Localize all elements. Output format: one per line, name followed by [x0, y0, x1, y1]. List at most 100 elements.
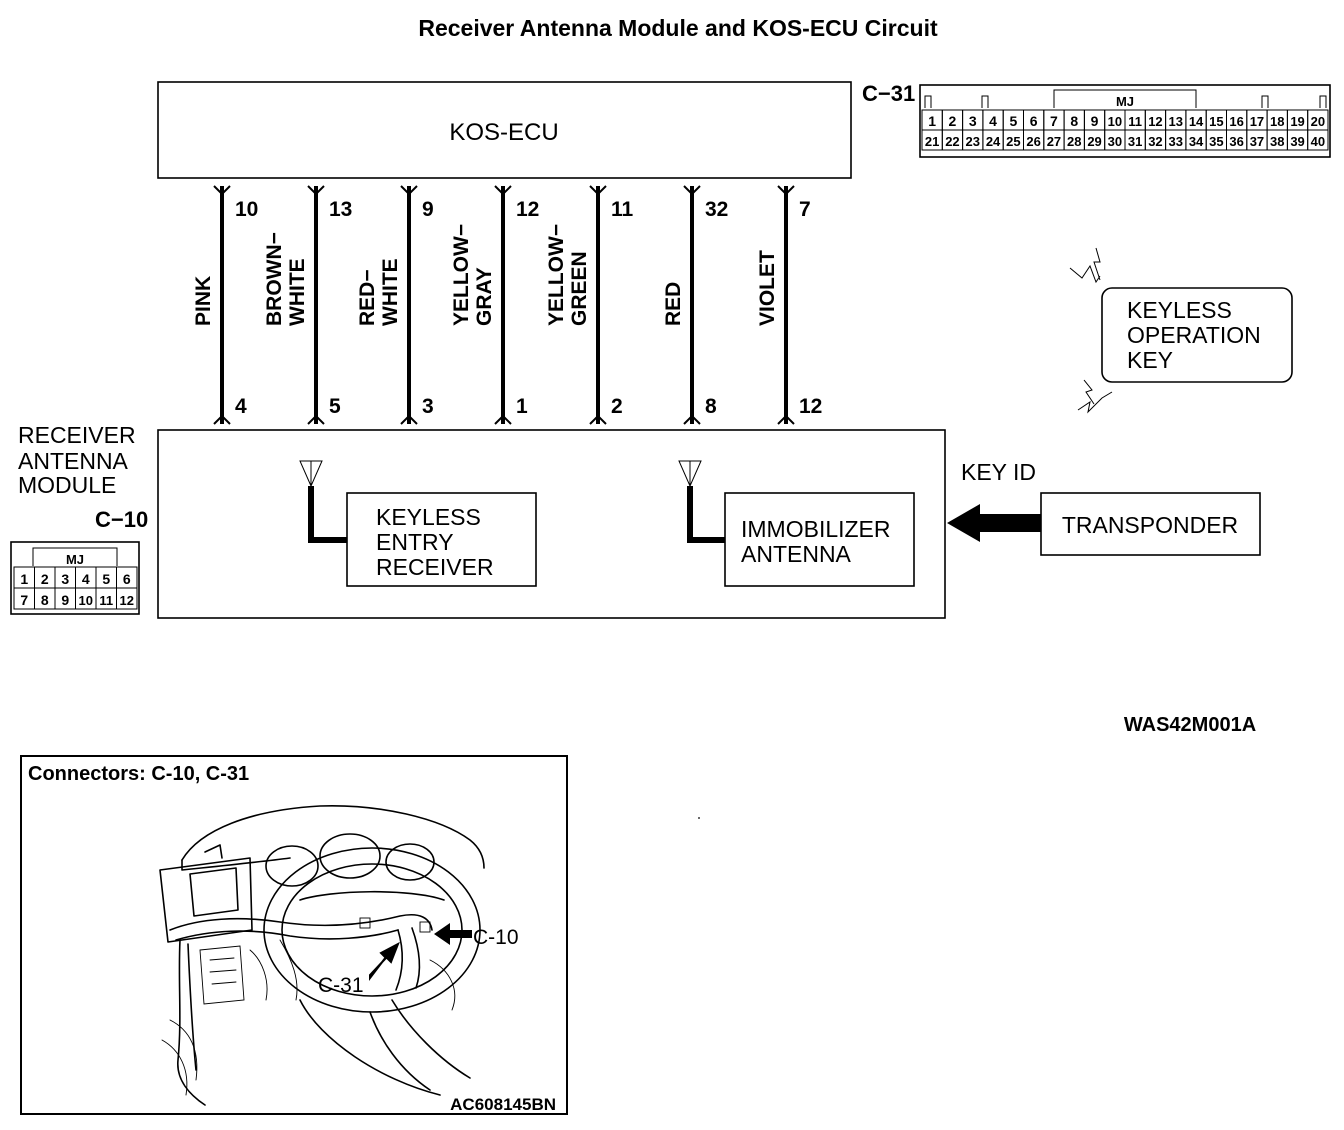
wire-end-fork: [777, 414, 795, 425]
connector-c10-pin-label: 10: [79, 593, 93, 608]
connector-c10-pin-label: 2: [41, 571, 49, 587]
connector-c31-pin-label: 29: [1087, 134, 1101, 149]
connector-c10-pin-label: 7: [20, 592, 28, 608]
wire-ecu-pin: 10: [235, 198, 258, 221]
wire-color-label: GREEN: [568, 251, 591, 326]
connector-c31-pin-label: 10: [1108, 114, 1122, 129]
connector-c10-tag: MJ: [66, 552, 84, 567]
antenna-icon: [299, 460, 323, 488]
wire-color-label: VIOLET: [756, 250, 779, 326]
connector-c31-pin-label: 4: [989, 113, 997, 129]
transponder: KEY ID TRANSPONDER: [947, 459, 1261, 556]
connector-c10-pin-label: 12: [120, 593, 134, 608]
connector-c10-pin-label: 6: [123, 571, 131, 587]
wire-end-fork: [494, 414, 512, 425]
signal-arrow-icon: [947, 504, 1041, 542]
immobilizer-antenna-box: [724, 492, 915, 587]
harness-detail: [161, 1019, 198, 1096]
module-label-line-2: ANTENNA: [18, 448, 129, 474]
wire-module-pin: 8: [705, 395, 717, 418]
center-display: [189, 867, 239, 917]
wire-end-fork: [589, 185, 607, 196]
steering-spoke: [299, 890, 445, 901]
connector-c31-pin-label: 12: [1148, 114, 1162, 129]
harness-drop: [187, 943, 197, 1071]
wire-module-pin: 2: [611, 395, 623, 418]
wire-module-pin: 4: [235, 395, 247, 418]
wire-color-label: GRAY: [473, 267, 496, 326]
radio-signal-icon: [1083, 379, 1095, 405]
connector-c31-pin-label: 11: [1128, 114, 1142, 129]
antenna-icon: [678, 460, 702, 488]
wire-module-pin: 5: [329, 395, 341, 418]
gauge-center: [319, 833, 381, 879]
radio-signal-icon: [1093, 247, 1101, 281]
connector-c31-pin-label: 24: [986, 134, 1001, 149]
wire-color-label: YELLOW−: [545, 224, 568, 326]
connector-c31-pin-label: 26: [1026, 134, 1040, 149]
wire-end-fork: [683, 414, 701, 425]
connector-c31-pin-label: 13: [1169, 114, 1183, 129]
connector-c31-pin-label: 21: [925, 134, 939, 149]
connector-c10-lock-tab: [32, 547, 118, 566]
connector-c31-pin-label: 37: [1250, 134, 1264, 149]
connector-c31-pin-label: 23: [966, 134, 980, 149]
keyless-receiver-antenna-lead: [308, 486, 347, 543]
connector-c31-pin-label: 1: [928, 113, 936, 129]
dash-lip: [181, 857, 291, 871]
callout-c10: C-10: [473, 926, 519, 949]
connector-c31-pin-label: 17: [1250, 114, 1264, 129]
keyless-receiver-line-2: ENTRY: [376, 529, 454, 555]
connector-c31-pin-label: 8: [1070, 113, 1078, 129]
connector-c31-pin-label: 6: [1030, 113, 1038, 129]
bracket: [199, 945, 245, 1005]
connector-c31-pin-label: 30: [1108, 134, 1122, 149]
wire-ecu-pin: 9: [422, 198, 434, 221]
wire-end-fork: [307, 414, 325, 425]
connector-c31-pin-label: 16: [1229, 114, 1243, 129]
inset-title: Connectors: C-10, C-31: [28, 763, 249, 785]
keyless-key-line-1: KEYLESS: [1127, 297, 1232, 323]
connector-c31-pin-label: 33: [1169, 134, 1183, 149]
wiring-branch: [395, 927, 421, 991]
wire-color-label: RED: [662, 282, 685, 326]
dashboard-illustration: [159, 805, 485, 1106]
connector-c31-pin-label: 14: [1189, 114, 1204, 129]
wire-color-label: YELLOW−: [450, 224, 473, 326]
connector-c31-pin-label: 25: [1006, 134, 1020, 149]
connector-c10-pin-cell: [116, 587, 138, 610]
connector-c10-marker: [419, 921, 431, 933]
connector-c10-pin-label: 3: [61, 571, 69, 587]
connector-c31-latch-right: [1319, 95, 1327, 108]
connector-c31-pin-cell: [1307, 129, 1329, 151]
kos-ecu-label: KOS-ECU: [449, 119, 558, 146]
wire-end-fork: [400, 185, 418, 196]
wire-end-fork: [494, 185, 512, 196]
bracket-detail: [209, 957, 237, 985]
connector-c31-pin-label: 9: [1091, 113, 1099, 129]
wire-ecu-pin: 12: [516, 198, 539, 221]
wire-end-fork: [213, 185, 231, 196]
receiver-antenna-module: RECEIVER ANTENNA MODULE C−10 KEYLESS ENT…: [18, 422, 946, 619]
connector-c31-pin-label: 28: [1067, 134, 1081, 149]
connector-c31-id: C−31: [862, 81, 915, 106]
connector-c10-pin-label: 4: [82, 571, 90, 587]
connector-c31-pin-label: 35: [1209, 134, 1223, 149]
diagram-code: WAS42M001A: [1124, 714, 1256, 736]
wire-harness: 104PINK135BROWN−WHITE93RED−WHITE121YELLO…: [192, 185, 822, 425]
connector-c31-pin-label: 38: [1270, 134, 1284, 149]
connector-c31-pin-label: 2: [949, 113, 957, 129]
connector-c31-pin-label: 36: [1229, 134, 1243, 149]
connector-c31-body: [919, 84, 1331, 158]
connector-c31-pin-label: 18: [1270, 114, 1284, 129]
immobilizer-line-2: ANTENNA: [741, 541, 852, 567]
connector-c31-pin-label: 19: [1290, 114, 1304, 129]
steering-column: [369, 999, 471, 1091]
